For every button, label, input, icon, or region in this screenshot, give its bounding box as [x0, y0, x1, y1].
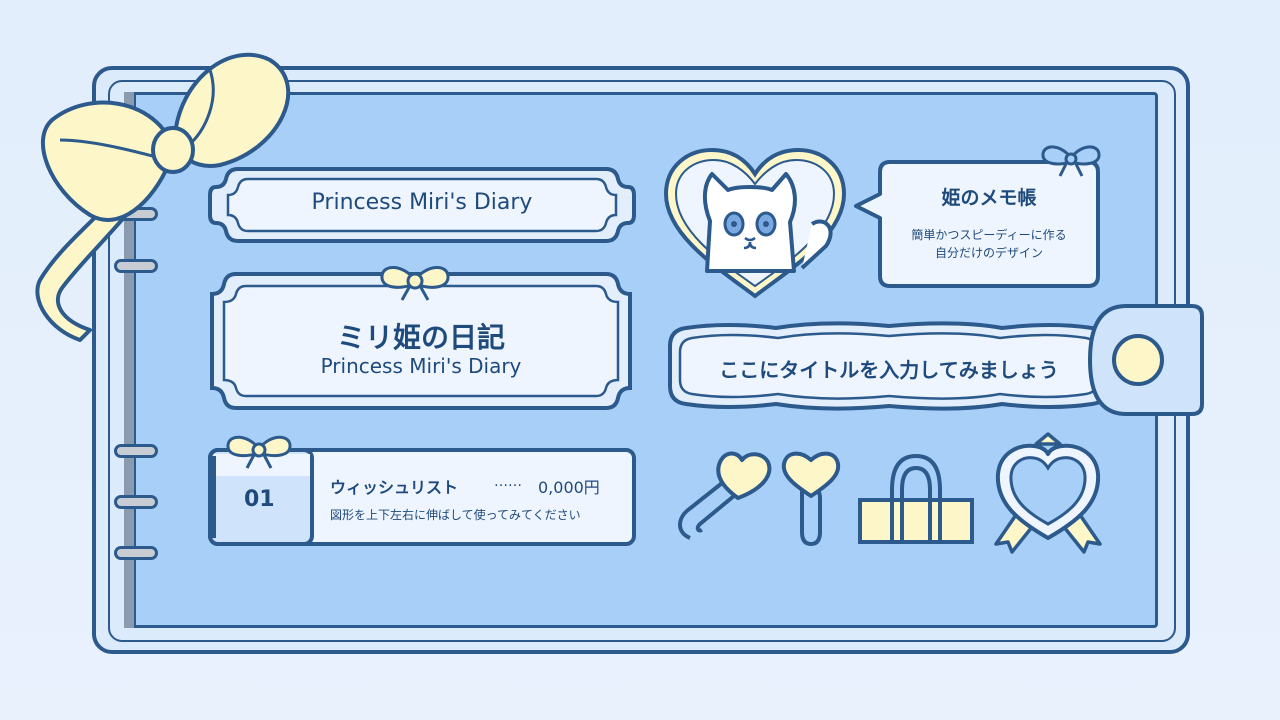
wishlist-price: 0,000円 — [538, 478, 600, 497]
title-banner-frame — [668, 321, 1110, 411]
wishlist-number: 01 — [244, 487, 275, 512]
main-plaque-title: ミリ姫の日記 — [336, 321, 505, 354]
memo-line1: 簡単かつスピーディーに作る — [911, 228, 1067, 242]
binder-ring — [114, 444, 158, 458]
memo-line2: 自分だけのデザイン — [934, 246, 1043, 260]
cat-icon — [663, 147, 847, 299]
memo-bubble-frame — [854, 160, 1100, 288]
wishlist-note: 図形を上下左右に伸ばして使ってみてください — [330, 508, 581, 522]
heart-clip-icon — [781, 451, 841, 547]
binder-ring — [114, 546, 158, 560]
heart-pin-icon — [678, 451, 772, 540]
main-plaque-frame — [210, 272, 632, 410]
bow-icon — [1041, 145, 1101, 177]
binder-ring — [114, 259, 158, 273]
heart-badge-icon — [994, 432, 1102, 554]
binder-ring — [114, 495, 158, 509]
wishlist-card-frame — [208, 448, 636, 546]
bow-icon — [226, 435, 292, 469]
main-plaque-subtitle: Princess Miri's Diary — [320, 354, 522, 378]
bow-icon — [380, 266, 450, 301]
binder-clip-icon — [858, 453, 974, 544]
title-banner-text[interactable]: ここにタイトルを入力してみましょう — [719, 358, 1059, 382]
page-spine — [124, 92, 136, 628]
wishlist-title: ウィッシュリスト — [330, 478, 459, 497]
plaque-frame — [208, 167, 636, 243]
memo-title: 姫のメモ帳 — [941, 187, 1037, 209]
wishlist-dots: …… — [494, 474, 522, 490]
bow-icon — [35, 52, 291, 342]
plaque-top-text: Princess Miri's Diary — [311, 190, 533, 215]
binder-clasp[interactable] — [1086, 302, 1206, 418]
